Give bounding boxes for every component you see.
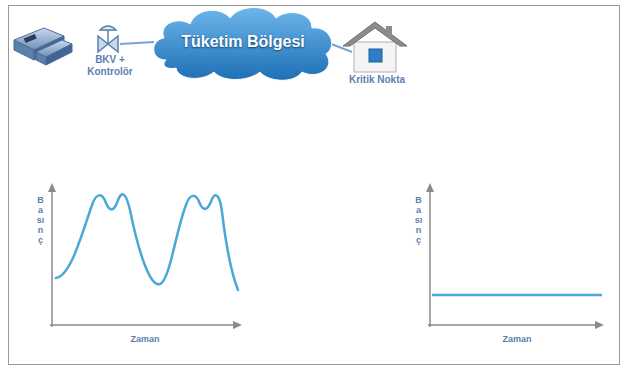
axis-label-pressure: Basınç <box>414 196 423 245</box>
node-label: Kritik Nokta <box>340 74 414 86</box>
controller-device <box>14 28 72 65</box>
pressure-chart-variable <box>48 183 242 329</box>
valve-node: BKV + Kontrolör <box>76 20 144 77</box>
critical-point-node: Kritik Nokta <box>340 18 414 86</box>
house-icon <box>340 18 410 74</box>
node-label: BKV + Kontrolör <box>76 54 144 77</box>
pressure-chart-constant <box>426 183 604 329</box>
node-label: Tüketim Bölgesi <box>181 33 305 51</box>
consumption-zone-cloud: Tüketim Bölgesi <box>148 2 338 82</box>
axis-label-time: Zaman <box>130 334 159 344</box>
valve-symbol <box>78 20 138 54</box>
axis-label-pressure: Basınç <box>36 196 45 245</box>
pipe-connector <box>120 42 154 44</box>
axis-label-time: Zaman <box>502 334 531 344</box>
frame <box>9 6 620 365</box>
